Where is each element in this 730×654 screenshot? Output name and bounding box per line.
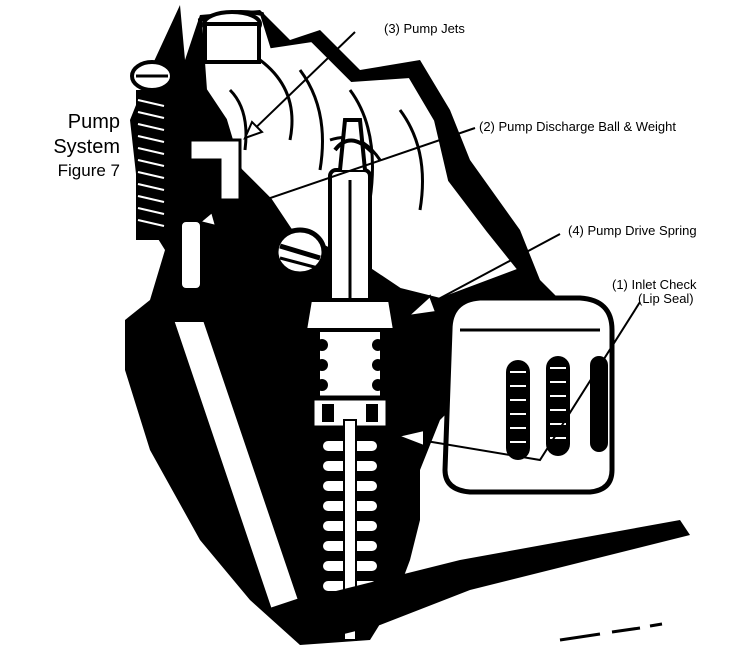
arrowhead-pump-drive-spring	[404, 294, 438, 318]
callout-pump-discharge: (2) Pump Discharge Ball & Weight	[479, 119, 677, 134]
leader-pump-drive-spring	[417, 233, 561, 311]
leader-pump-discharge	[199, 127, 476, 223]
callout-inlet-check-line1: (1) Inlet Check	[612, 277, 697, 292]
caption-line-figure-number: Figure 7	[57, 161, 120, 180]
caption-line-system: System	[53, 136, 120, 158]
leader-inlet-check	[419, 301, 641, 462]
callout-pump-drive-spring: (4) Pump Drive Spring	[568, 223, 697, 238]
arrowhead-pump-jets	[243, 120, 264, 140]
arrowhead-inlet-check	[394, 428, 425, 448]
leader-lines	[199, 31, 641, 462]
callout-pump-jets: (3) Pump Jets	[384, 21, 465, 36]
arrowhead-pump-discharge	[197, 210, 218, 228]
base-flange	[300, 520, 690, 640]
base-edge-dashes	[559, 622, 663, 642]
pump-piston-cup	[302, 298, 398, 431]
adjusting-screw	[130, 60, 174, 240]
caption-line-pump: Pump	[67, 111, 120, 133]
leader-pump-jets	[244, 31, 356, 139]
float-bowl	[442, 295, 615, 495]
pump-plunger	[328, 118, 374, 312]
callout-inlet-check-line2: (Lip Seal)	[638, 291, 694, 306]
mixture-screw	[273, 227, 327, 277]
leader-arrowheads	[197, 120, 438, 448]
figure-caption: Pump System Figure 7	[0, 110, 120, 181]
